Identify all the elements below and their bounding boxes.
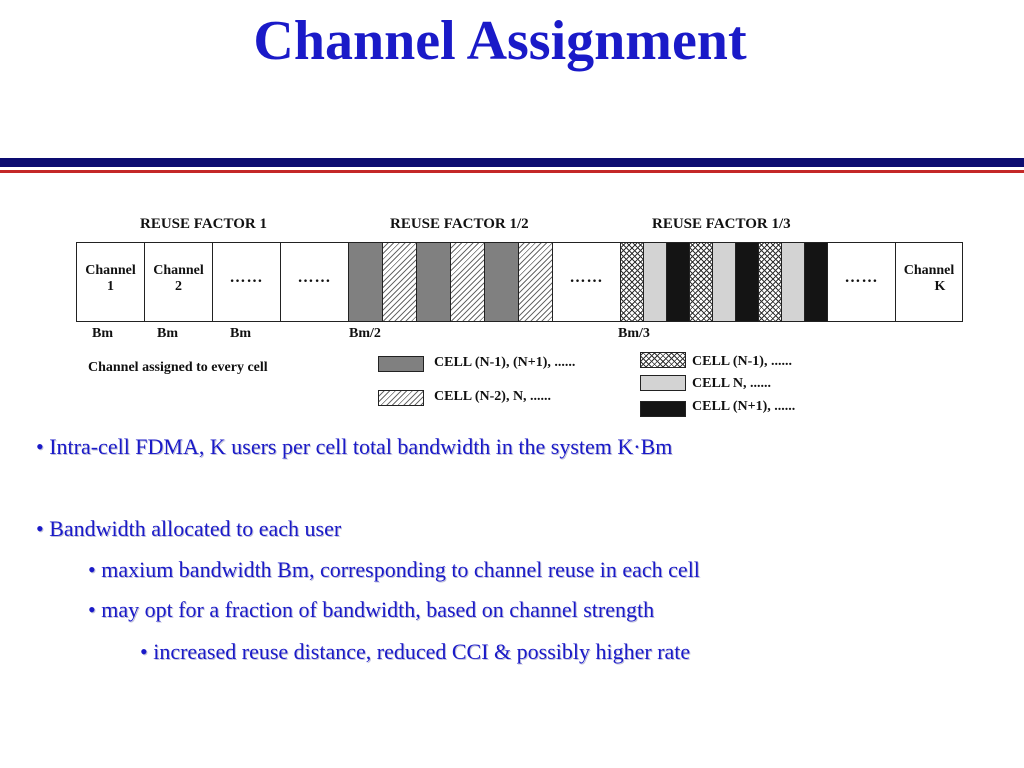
third-black-channel: [736, 243, 759, 321]
dots-label: ……: [229, 269, 264, 286]
third-black-channel: [667, 243, 690, 321]
legend-swatch-hatch: [378, 390, 424, 406]
third-black-channel: [805, 243, 828, 321]
bandwidth-label: Bm: [92, 326, 113, 341]
half-hatch-channel: [519, 243, 553, 321]
dots-label: ……: [569, 269, 604, 286]
channel-1-label-line1: Channel: [85, 263, 136, 278]
bandwidth-label: Bm: [230, 326, 251, 341]
channel-k-cell: Channel K: [896, 243, 962, 321]
legend-half-2: CELL (N-2), N, ......: [434, 389, 552, 404]
legend-third-3: CELL (N+1), ......: [692, 399, 796, 414]
header-reuse-half: REUSE FACTOR 1/2: [390, 216, 529, 232]
legend-half-1: CELL (N-1), (N+1), ......: [434, 355, 576, 370]
channel-1-label: Channel 1: [77, 263, 144, 295]
channel-k-label-line1: Channel: [903, 263, 955, 278]
third-cross-channel: [759, 243, 782, 321]
title-rule-red: [0, 170, 1024, 173]
channel-2-label: Channel 2: [145, 263, 212, 295]
dots-cell: ……: [281, 243, 349, 321]
slide-title: Channel Assignment: [253, 10, 747, 72]
channel-assignment-diagram: REUSE FACTOR 1 REUSE FACTOR 1/2 REUSE FA…: [0, 200, 1024, 425]
bullet-item: • increased reuse distance, reduced CCI …: [140, 639, 691, 664]
half-gray-channel: [485, 243, 519, 321]
dots-label: ……: [844, 269, 879, 286]
left-caption: Channel assigned to every cell: [88, 360, 268, 375]
dots-cell: ……: [553, 243, 621, 321]
bullet-item: • Bandwidth allocated to each user: [36, 516, 342, 541]
channel-1-cell: Channel 1: [77, 243, 145, 321]
legend-swatch-gray: [378, 356, 424, 372]
legend-swatch-black: [640, 401, 686, 417]
title-rule-navy: [0, 158, 1024, 167]
third-light-channel: [713, 243, 736, 321]
legend-third-1: CELL (N-1), ......: [692, 354, 792, 369]
channel-2-label-line1: Channel: [153, 263, 204, 278]
dots-cell: ……: [213, 243, 281, 321]
legend-swatch-cross: [640, 352, 686, 368]
bullet-item: • may opt for a fraction of bandwidth, b…: [88, 597, 655, 622]
spectrum-band: Channel 1 Channel 2 …… …… ……: [76, 242, 963, 322]
channel-1-label-line2: 1: [107, 279, 114, 294]
bullet-item: • Intra-cell FDMA, K users per cell tota…: [36, 434, 673, 459]
half-hatch-channel: [383, 243, 417, 321]
bandwidth-label: Bm: [157, 326, 178, 341]
third-cross-channel: [621, 243, 644, 321]
legend-third-2: CELL N, ......: [692, 376, 771, 391]
bandwidth-label: Bm/3: [618, 326, 650, 341]
bandwidth-label: Bm/2: [349, 326, 381, 341]
third-light-channel: [644, 243, 667, 321]
third-cross-channel: [690, 243, 713, 321]
channel-2-label-line2: 2: [175, 279, 182, 294]
half-gray-channel: [349, 243, 383, 321]
header-reuse-1: REUSE FACTOR 1: [140, 216, 267, 232]
dots-label: ……: [297, 269, 332, 286]
bullet-item: • maxium bandwidth Bm, corresponding to …: [88, 557, 700, 582]
channel-k-label-line2: K: [934, 279, 946, 294]
half-gray-channel: [417, 243, 451, 321]
half-hatch-channel: [451, 243, 485, 321]
dots-cell: ……: [828, 243, 896, 321]
channel-k-label: Channel K: [896, 263, 962, 295]
channel-2-cell: Channel 2: [145, 243, 213, 321]
legend-swatch-light: [640, 375, 686, 391]
header-reuse-third: REUSE FACTOR 1/3: [652, 216, 791, 232]
third-light-channel: [782, 243, 805, 321]
